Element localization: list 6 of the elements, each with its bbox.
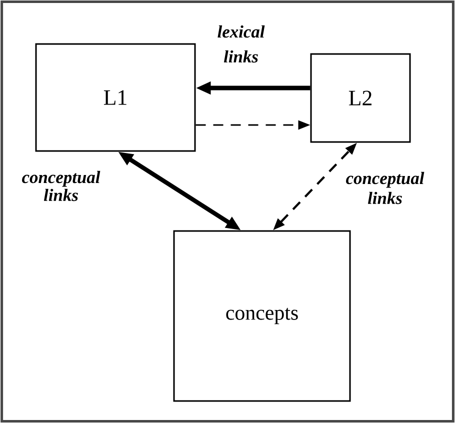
edge-label: conceptual links (336, 170, 434, 206)
edge-label: conceptual links (12, 170, 110, 202)
edge-label: lexical links (210, 24, 272, 64)
node-box: concepts (173, 230, 351, 402)
node-box: L1 (35, 43, 196, 152)
node-box: L2 (310, 53, 411, 143)
